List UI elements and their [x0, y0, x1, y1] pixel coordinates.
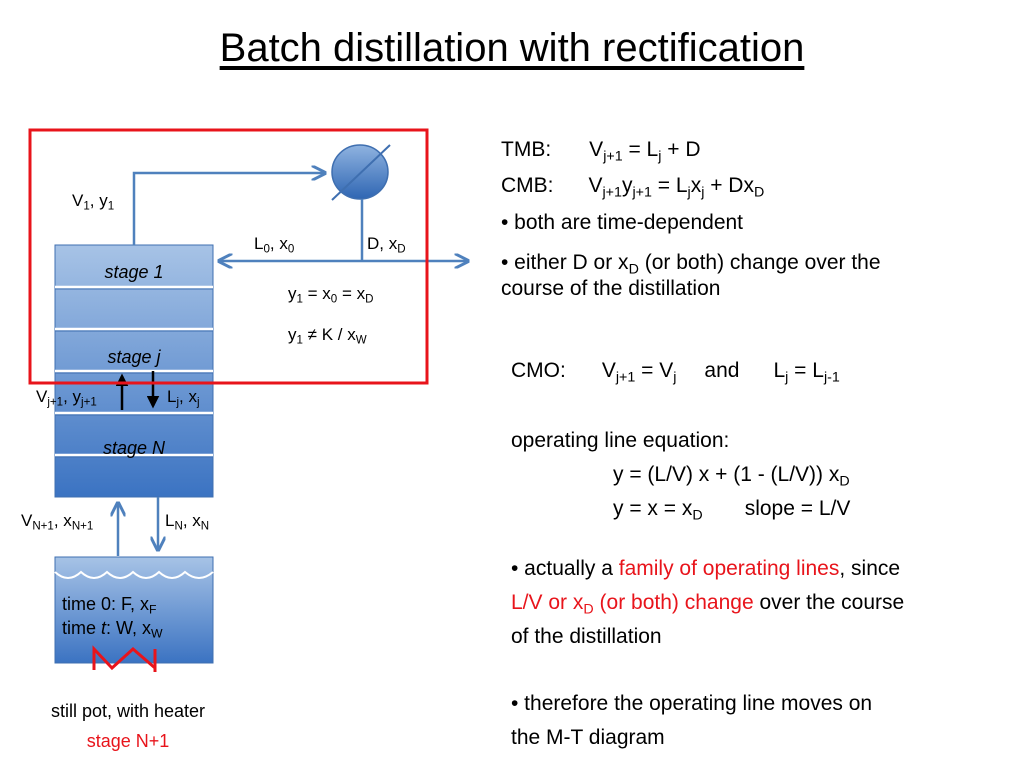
stage-n1-caption: stage N+1	[86, 731, 170, 751]
stage-j-label: stage j	[107, 347, 161, 367]
heater-icon	[92, 645, 157, 672]
highlight-box	[28, 128, 429, 385]
cmb-equation: CMB:Vj+1yj+1 = Ljxj + DxD	[501, 174, 765, 201]
column	[54, 244, 214, 498]
stage-j-liquid-label: Lj, xj	[167, 387, 200, 409]
equation-y1-not-equilibrium: y1 ≠ K / xW	[288, 325, 367, 347]
stage-n-label: stage N	[102, 438, 166, 458]
pot-initial-label: time 0: F, xF	[62, 594, 157, 617]
equation-y1-x0-xd: y1 = x0 = xD	[288, 284, 374, 306]
page-title: Batch distillation with rectification	[219, 26, 805, 70]
bullet-time-dependent: • both are time-dependent	[501, 211, 744, 234]
stage-1-label: stage 1	[104, 262, 164, 282]
operating-line-moves-paragraph: • therefore the operating line moves on …	[511, 692, 873, 749]
pot-time-t-label: time t: W, xW	[62, 618, 163, 641]
tmb-equation: TMB:Vj+1 = Lj + D	[501, 138, 701, 165]
reflux-label: L0, x0	[254, 234, 295, 256]
pot-column-lines	[118, 497, 158, 556]
pot-vapor-label: VN+1, xN+1	[21, 511, 94, 533]
pot-liquid-label: LN, xN	[165, 511, 210, 533]
distillate-label: D, xD	[367, 234, 406, 256]
condenser-icon	[331, 144, 391, 201]
still-pot	[54, 556, 214, 664]
top-vapor-label: V1, y1	[72, 191, 115, 213]
bullet-d-xd-change: • either D or xD (or both) change over t…	[501, 251, 881, 300]
operating-line-equation: y = (L/V) x + (1 - (L/V)) xD	[613, 463, 850, 490]
stage-j-vapor-label: Vj+1, yj+1	[36, 387, 97, 409]
reflux-distillate-lines	[219, 199, 468, 261]
overhead-vapor-line	[132, 173, 325, 245]
operating-line-heading: operating line equation:	[511, 429, 730, 452]
still-pot-caption: still pot, with heater	[50, 701, 206, 721]
family-of-lines-paragraph: • actually a family of operating lines, …	[511, 557, 905, 648]
